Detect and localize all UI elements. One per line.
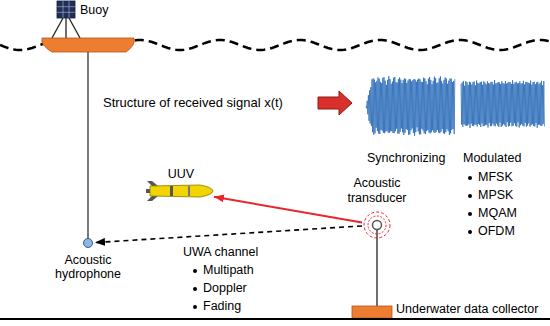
node-label: Acoustic hydrophone [38,253,138,282]
icon-node: Acoustic transducer [362,210,392,240]
label-text: Underwater data collector [396,302,538,316]
solar-panel [52,1,80,38]
label-text: MPSK [478,188,513,202]
data-collector-base [352,306,392,318]
icon-node: Acoustic hydrophone [81,236,95,250]
bullet-dot [468,230,472,234]
label-text: OFDM [478,224,515,238]
bullet-dot [468,212,472,216]
seafloor-line [0,318,550,320]
label-text: Modulated [463,151,521,165]
label-text: MQAM [478,206,517,220]
label-text: Synchronizing [367,151,446,165]
buoy-cable [87,52,88,239]
bullet-dot [193,287,197,291]
icon-node: UUV [148,183,214,199]
buoy-body [42,38,135,52]
node-label: UUV [151,167,211,181]
block-arrow [318,91,352,115]
node-label: Acoustic transducer [337,176,417,205]
hydrophone-symbol [84,239,93,248]
transducer-pole [376,230,377,306]
label-text: Fading [203,299,241,313]
label-text: Multipath [203,263,254,277]
bullet-dot [468,194,472,198]
wave-ring [364,212,390,238]
label-text: Structure of received signal x(t) [103,96,283,111]
signal-arrow [95,226,362,243]
modulated-waveform [461,80,544,128]
signal-arrow [214,197,362,223]
label-text: UWA channel [183,245,258,259]
label-text: Buoy [80,3,109,17]
label-text: Doppler [203,281,247,295]
uuv-symbol [146,181,213,201]
transducer-symbol [373,221,382,230]
bullet-dot [193,269,197,273]
bullet-dot [468,176,472,180]
wave-ring [368,216,386,234]
bullet-dot [193,305,197,309]
sync-waveform [366,76,455,136]
label-text: MFSK [478,170,513,184]
